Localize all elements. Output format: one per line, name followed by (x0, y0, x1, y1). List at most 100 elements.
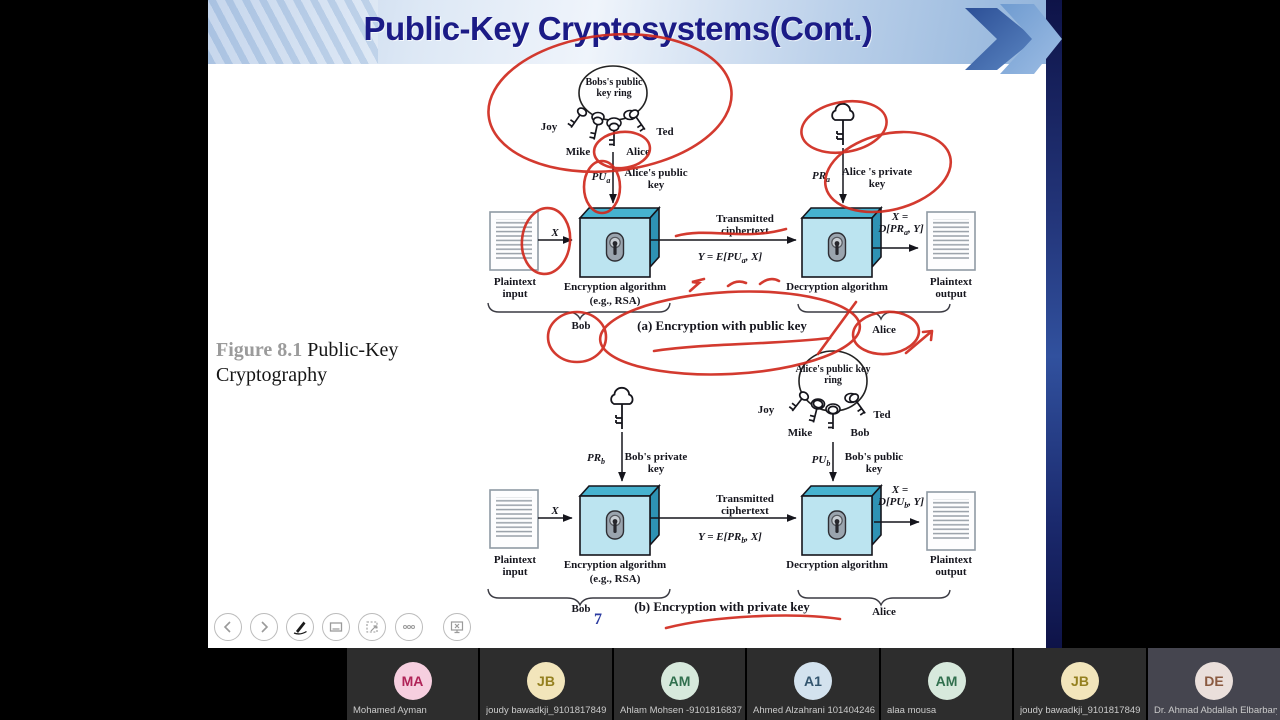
ellipsis-icon (403, 625, 415, 629)
avatar: MA (393, 662, 432, 700)
transmitted-ciphertext-label-b: Transmitted ciphertext (716, 493, 774, 518)
bob-public-key-label: Bob's public key (844, 451, 904, 476)
end-show-icon (450, 621, 464, 634)
figure-title: Public-Key Cryptography (216, 339, 399, 386)
private-key-icon (831, 102, 855, 146)
avatar-initials: AM (935, 673, 958, 689)
plaintext-output-label-a: Plaintext output (929, 276, 973, 301)
plaintext-input-label-a: Plaintext input (493, 276, 537, 301)
sender-label-a: Bob (571, 320, 591, 332)
ring-name-bob-b: Bob (850, 427, 870, 439)
rsa-label-b: (e.g., RSA) (589, 573, 641, 585)
alice-public-key-label: Alice's public key (624, 167, 688, 192)
keyboard-art-image (208, 0, 378, 64)
pr-a-label: PRa (811, 170, 831, 184)
slide-page-number: 7 (594, 611, 602, 628)
x-label-a: X (551, 227, 559, 239)
key-icon (588, 115, 605, 142)
participant-tile[interactable]: JB joudy bawadkji_9101817849 (Guest) (1014, 648, 1146, 720)
avatar: AM (927, 662, 966, 700)
padlock-icon (605, 232, 625, 262)
ring-name-mike-b: Mike (787, 427, 813, 439)
pu-a-label: PUa (591, 171, 611, 185)
brace (487, 588, 671, 607)
bob-private-key-label: Bob's private key (624, 451, 688, 476)
brace (797, 589, 951, 607)
pen-icon (293, 621, 307, 635)
avatar-initials: MA (401, 673, 424, 689)
brace (797, 303, 951, 321)
ring-title-b: Alice's public key ring (795, 364, 871, 387)
x-eq-a: X = (891, 211, 909, 223)
chevron-decoration (965, 8, 1035, 70)
participant-name: Mohamed Ayman (353, 705, 427, 716)
participants-bar: +2 S1 EH 6A AB MA Mohamed Ayman JB joudy… (0, 648, 1280, 720)
ring-name-mike-a: Mike (565, 146, 591, 158)
decryption-algorithm-label-a: Decryption algorithm (786, 281, 888, 293)
participant-name: Dr. Ahmad Abdallah Elbarbary (1154, 705, 1277, 716)
participant-name: joudy bawadkji_9101817849 (Guest) (1020, 705, 1143, 716)
caption-a: (a) Encryption with public key (637, 318, 807, 333)
avatar: DE (1195, 662, 1233, 700)
key-icon (827, 405, 839, 430)
avatar: AM (660, 662, 699, 700)
see-all-slides-button[interactable] (322, 613, 350, 641)
more-options-button[interactable] (395, 613, 423, 641)
key-icon (566, 105, 589, 132)
avatar-initials: AM (668, 673, 691, 689)
participant-tile[interactable]: DE Dr. Ahmad Abdallah Elbarbary (1148, 648, 1280, 720)
avatar: A1 (794, 662, 832, 700)
shared-slide: Public-Key Cryptosystems(Cont.) (208, 0, 1062, 648)
participant-name: joudy bawadkji_9101817849 (Guest) (486, 705, 609, 716)
avatar-initials: A1 (804, 673, 822, 689)
ring-name-ted-a: Ted (656, 126, 674, 138)
encryption-algorithm-label-a: Encryption algorithm (563, 281, 667, 293)
receiver-label-a: Alice (872, 324, 896, 336)
padlock-icon (827, 510, 847, 540)
participant-tile[interactable]: AM Ahlam Mohsen -9101816837 (Guest) (614, 648, 745, 720)
zoom-region-icon (366, 621, 378, 633)
end-slideshow-button[interactable] (443, 613, 471, 641)
key-icon (608, 122, 620, 147)
previous-slide-button[interactable] (214, 613, 242, 641)
ring-name-ted-b: Ted (873, 409, 891, 421)
decryption-algorithm-label-b: Decryption algorithm (786, 559, 888, 571)
sender-label-b: Bob (571, 603, 591, 615)
ring-name-joy-a: Joy (540, 121, 558, 133)
private-key-icon (610, 386, 634, 430)
avatar: JB (1061, 662, 1099, 700)
pen-tools-button[interactable] (286, 613, 314, 641)
zoom-to-slide-button[interactable] (358, 613, 386, 641)
participant-name: Ahlam Mohsen -9101816837 (Guest) (620, 705, 742, 716)
plaintext-input-document (489, 211, 539, 271)
chevron-right-icon (261, 621, 269, 633)
participant-tile[interactable]: MA Mohamed Ayman (347, 648, 478, 720)
figure-caption: Figure 8.1 Public-Key Cryptography (216, 338, 428, 388)
x-label-b: X (551, 505, 559, 517)
participant-tile[interactable]: AM alaa mousa (881, 648, 1012, 720)
plaintext-output-label-b: Plaintext output (929, 554, 973, 579)
slides-icon (329, 622, 343, 632)
caption-b: (b) Encryption with private key (634, 599, 810, 614)
participant-tile[interactable]: A1 Ahmed Alzahrani 101404246 (747, 648, 879, 720)
participant-name: Ahmed Alzahrani 101404246 (753, 705, 876, 716)
padlock-icon (605, 510, 625, 540)
participant-tile[interactable]: JB joudy bawadkji_9101817849 (Guest) (480, 648, 612, 720)
participant-name: alaa mousa (887, 705, 937, 716)
slide-title: Public-Key Cryptosystems(Cont.) (363, 10, 873, 47)
encryption-algorithm-label-b: Encryption algorithm (563, 559, 667, 571)
receiver-label-b: Alice (872, 606, 896, 618)
next-slide-button[interactable] (250, 613, 278, 641)
avatar: JB (527, 662, 565, 700)
x-formula-b: D[PUb, Y] (878, 496, 924, 510)
slide-right-accent-bar (1046, 0, 1062, 648)
avatar-initials: JB (537, 673, 555, 689)
x-formula-a: D[PRa, Y] (878, 223, 924, 237)
chevron-left-icon (223, 621, 231, 633)
x-eq-b: X = (891, 484, 909, 496)
y-formula-a: Y = E[PUa, X] (697, 251, 763, 265)
ring-name-alice-a: Alice (626, 146, 650, 158)
plaintext-input-label-b: Plaintext input (493, 554, 537, 579)
padlock-icon (827, 232, 847, 262)
